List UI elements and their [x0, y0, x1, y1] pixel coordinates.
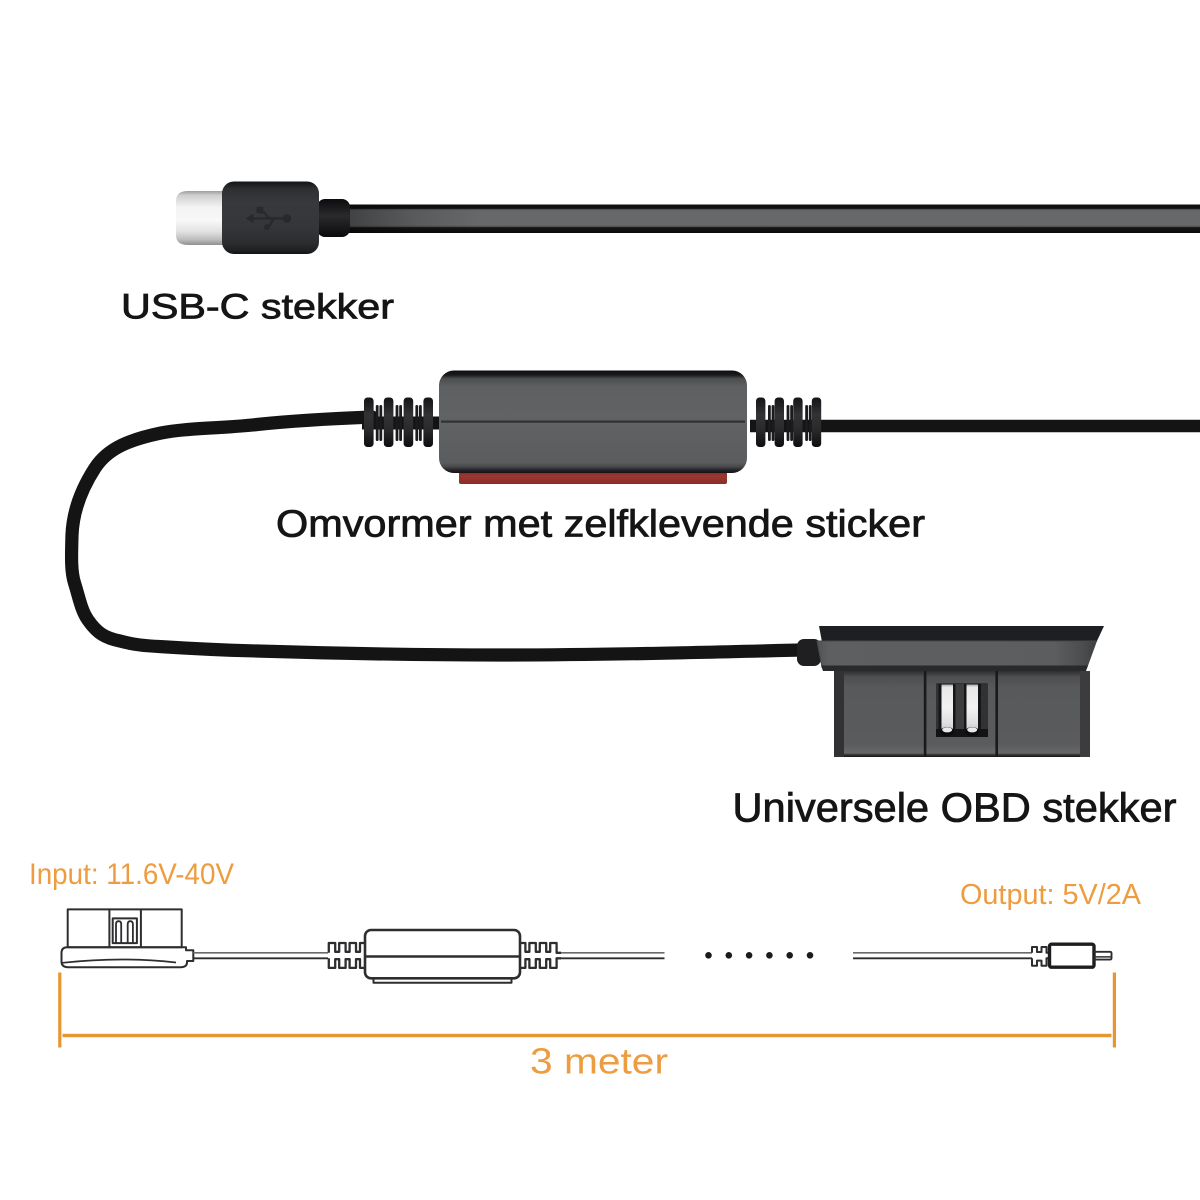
svg-text:Input: 11.6V-40V: Input: 11.6V-40V	[29, 858, 234, 891]
svg-text:USB-C stekker: USB-C stekker	[121, 288, 394, 327]
svg-text:Omvormer met zelfklevende stic: Omvormer met zelfklevende sticker	[276, 503, 925, 545]
svg-text:Output: 5V/2A: Output: 5V/2A	[960, 879, 1141, 911]
svg-text:Universele OBD stekker: Universele OBD stekker	[733, 784, 1177, 830]
svg-text:3 meter: 3 meter	[530, 1041, 668, 1082]
